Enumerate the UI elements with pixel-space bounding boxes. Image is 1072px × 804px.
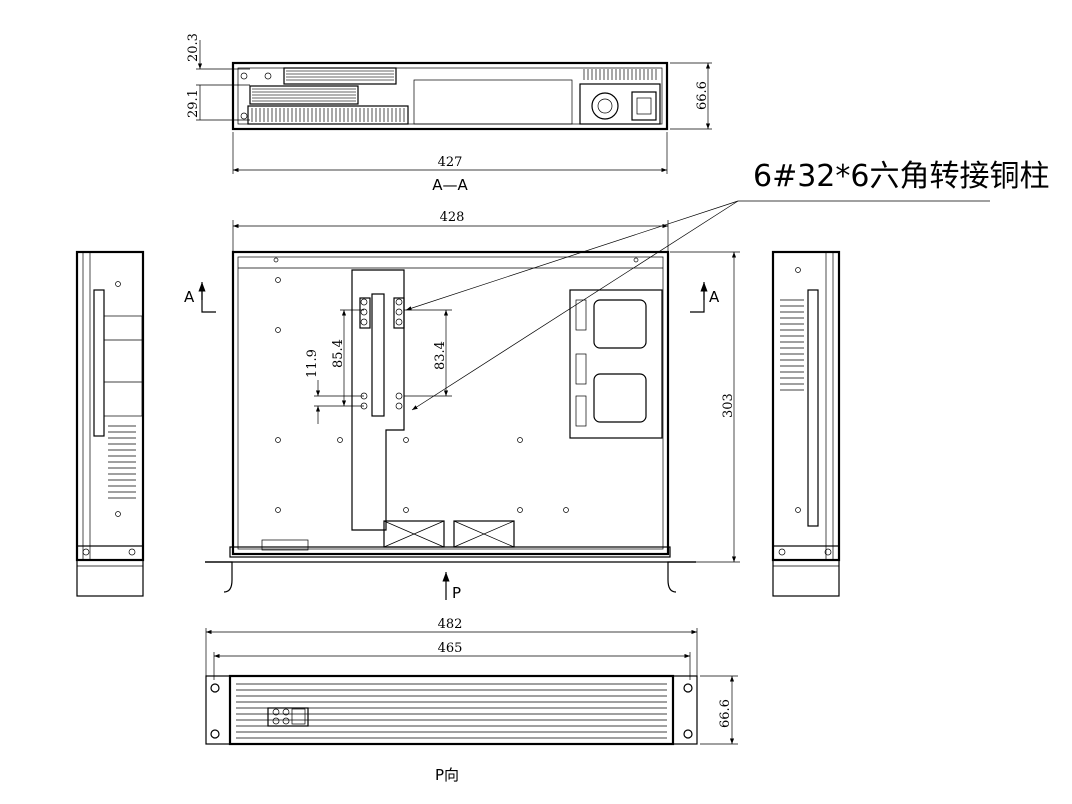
front-view-title: P向 xyxy=(435,766,459,784)
section-mark-left: A xyxy=(184,288,195,306)
dim-section-width: 427 xyxy=(438,155,463,170)
left-side-view xyxy=(75,250,145,597)
callout-text: 6#32*6六角转接铜柱 xyxy=(753,159,1049,194)
dim-front-inner-width: 465 xyxy=(438,641,463,656)
plan-view: 428 11.9 85.4 83.4 xyxy=(184,210,740,602)
view-arrow-p: P xyxy=(452,584,461,602)
dim-front-total-width: 482 xyxy=(438,617,463,632)
callout: 6#32*6六角转接铜柱 xyxy=(405,159,1049,411)
dim-top-total-height: 66.6 xyxy=(695,81,710,110)
dim-top-height-upper: 20.3 xyxy=(186,33,201,62)
front-view: 482 465 66.6 P向 xyxy=(205,617,738,784)
section-view-aa: 20.3 29.1 66.6 427 A—A xyxy=(186,33,712,194)
dim-hole-span-left: 85.4 xyxy=(331,339,346,368)
dim-top-height-lower: 29.1 xyxy=(186,89,201,118)
section-title-aa: A—A xyxy=(432,176,468,194)
dim-top-width: 428 xyxy=(440,210,465,225)
dim-front-height: 66.6 xyxy=(718,699,733,728)
dim-hole-offset: 11.9 xyxy=(305,349,320,378)
right-side-view xyxy=(771,250,841,597)
section-mark-right: A xyxy=(709,288,720,306)
dim-hole-span-right: 83.4 xyxy=(433,341,448,370)
dim-depth: 303 xyxy=(721,393,736,418)
